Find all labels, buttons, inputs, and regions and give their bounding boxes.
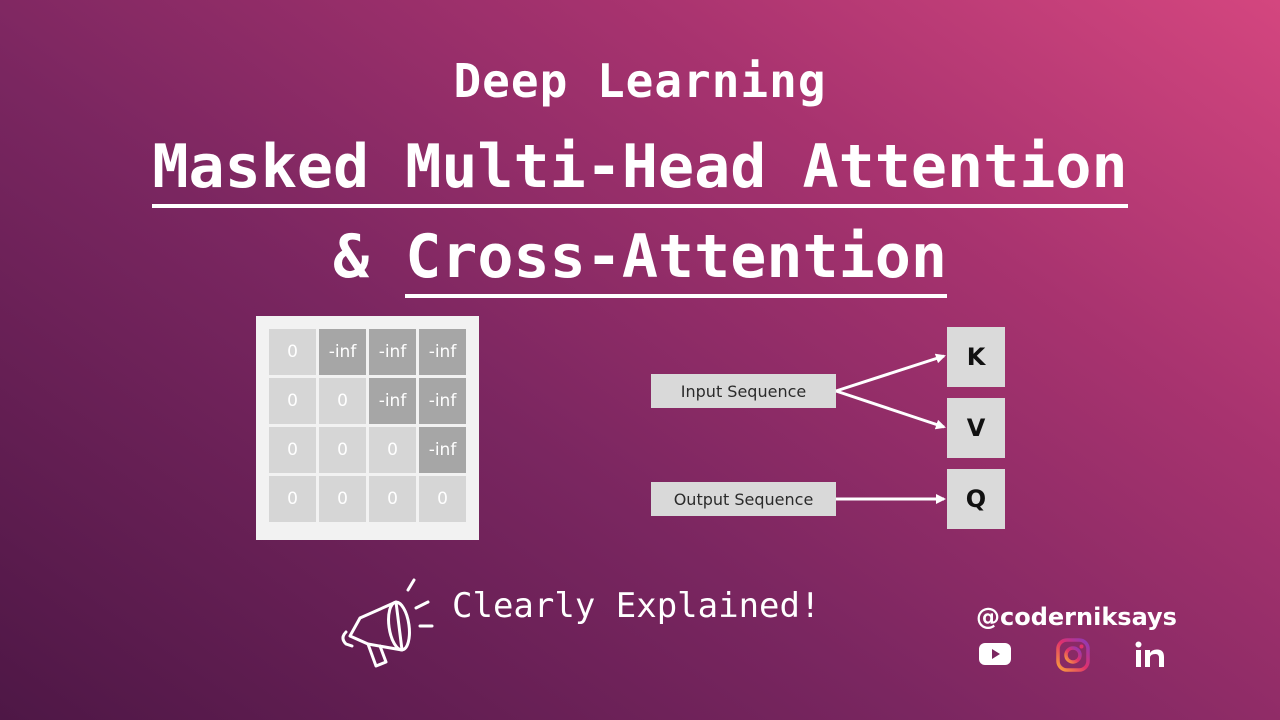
mask-cell: 0 (369, 476, 416, 522)
mask-cell: 0 (319, 476, 366, 522)
tagline: Clearly Explained! (452, 586, 821, 626)
mask-cell: -inf (419, 329, 466, 375)
mask-cell: 0 (269, 329, 316, 375)
mask-cell: 0 (419, 476, 466, 522)
v-box: V (947, 398, 1005, 458)
input-sequence-box: Input Sequence (651, 374, 836, 408)
mask-cell: -inf (319, 329, 366, 375)
main-title-text: Masked Multi-Head Attention (152, 132, 1128, 208)
youtube-icon[interactable] (978, 640, 1012, 668)
mask-cell: 0 (319, 427, 366, 473)
instagram-icon[interactable] (1056, 638, 1090, 672)
channel-handle: @coderniksays (976, 603, 1177, 631)
linkedin-icon[interactable] (1134, 640, 1168, 670)
mask-cell: -inf (419, 427, 466, 473)
mask-cell: -inf (369, 378, 416, 424)
k-box: K (947, 327, 1005, 387)
megaphone-icon (341, 578, 434, 668)
q-box: Q (947, 469, 1005, 529)
arrow-input-to-v (835, 389, 946, 430)
arrow-input-to-k (835, 353, 946, 393)
subtitle-prefix: & (332, 222, 370, 292)
subtitle-text: Cross-Attention (405, 222, 948, 298)
mask-cell: -inf (419, 378, 466, 424)
mask-cell: 0 (319, 378, 366, 424)
main-title: Masked Multi-Head Attention (0, 132, 1280, 208)
mask-cell: 0 (269, 427, 316, 473)
mask-cell: 0 (269, 378, 316, 424)
mask-cell: -inf (369, 329, 416, 375)
eyebrow-title: Deep Learning (453, 54, 827, 108)
subtitle: & Cross-Attention (0, 222, 1280, 298)
output-sequence-box: Output Sequence (651, 482, 836, 516)
mask-cell: 0 (269, 476, 316, 522)
mask-cell: 0 (369, 427, 416, 473)
